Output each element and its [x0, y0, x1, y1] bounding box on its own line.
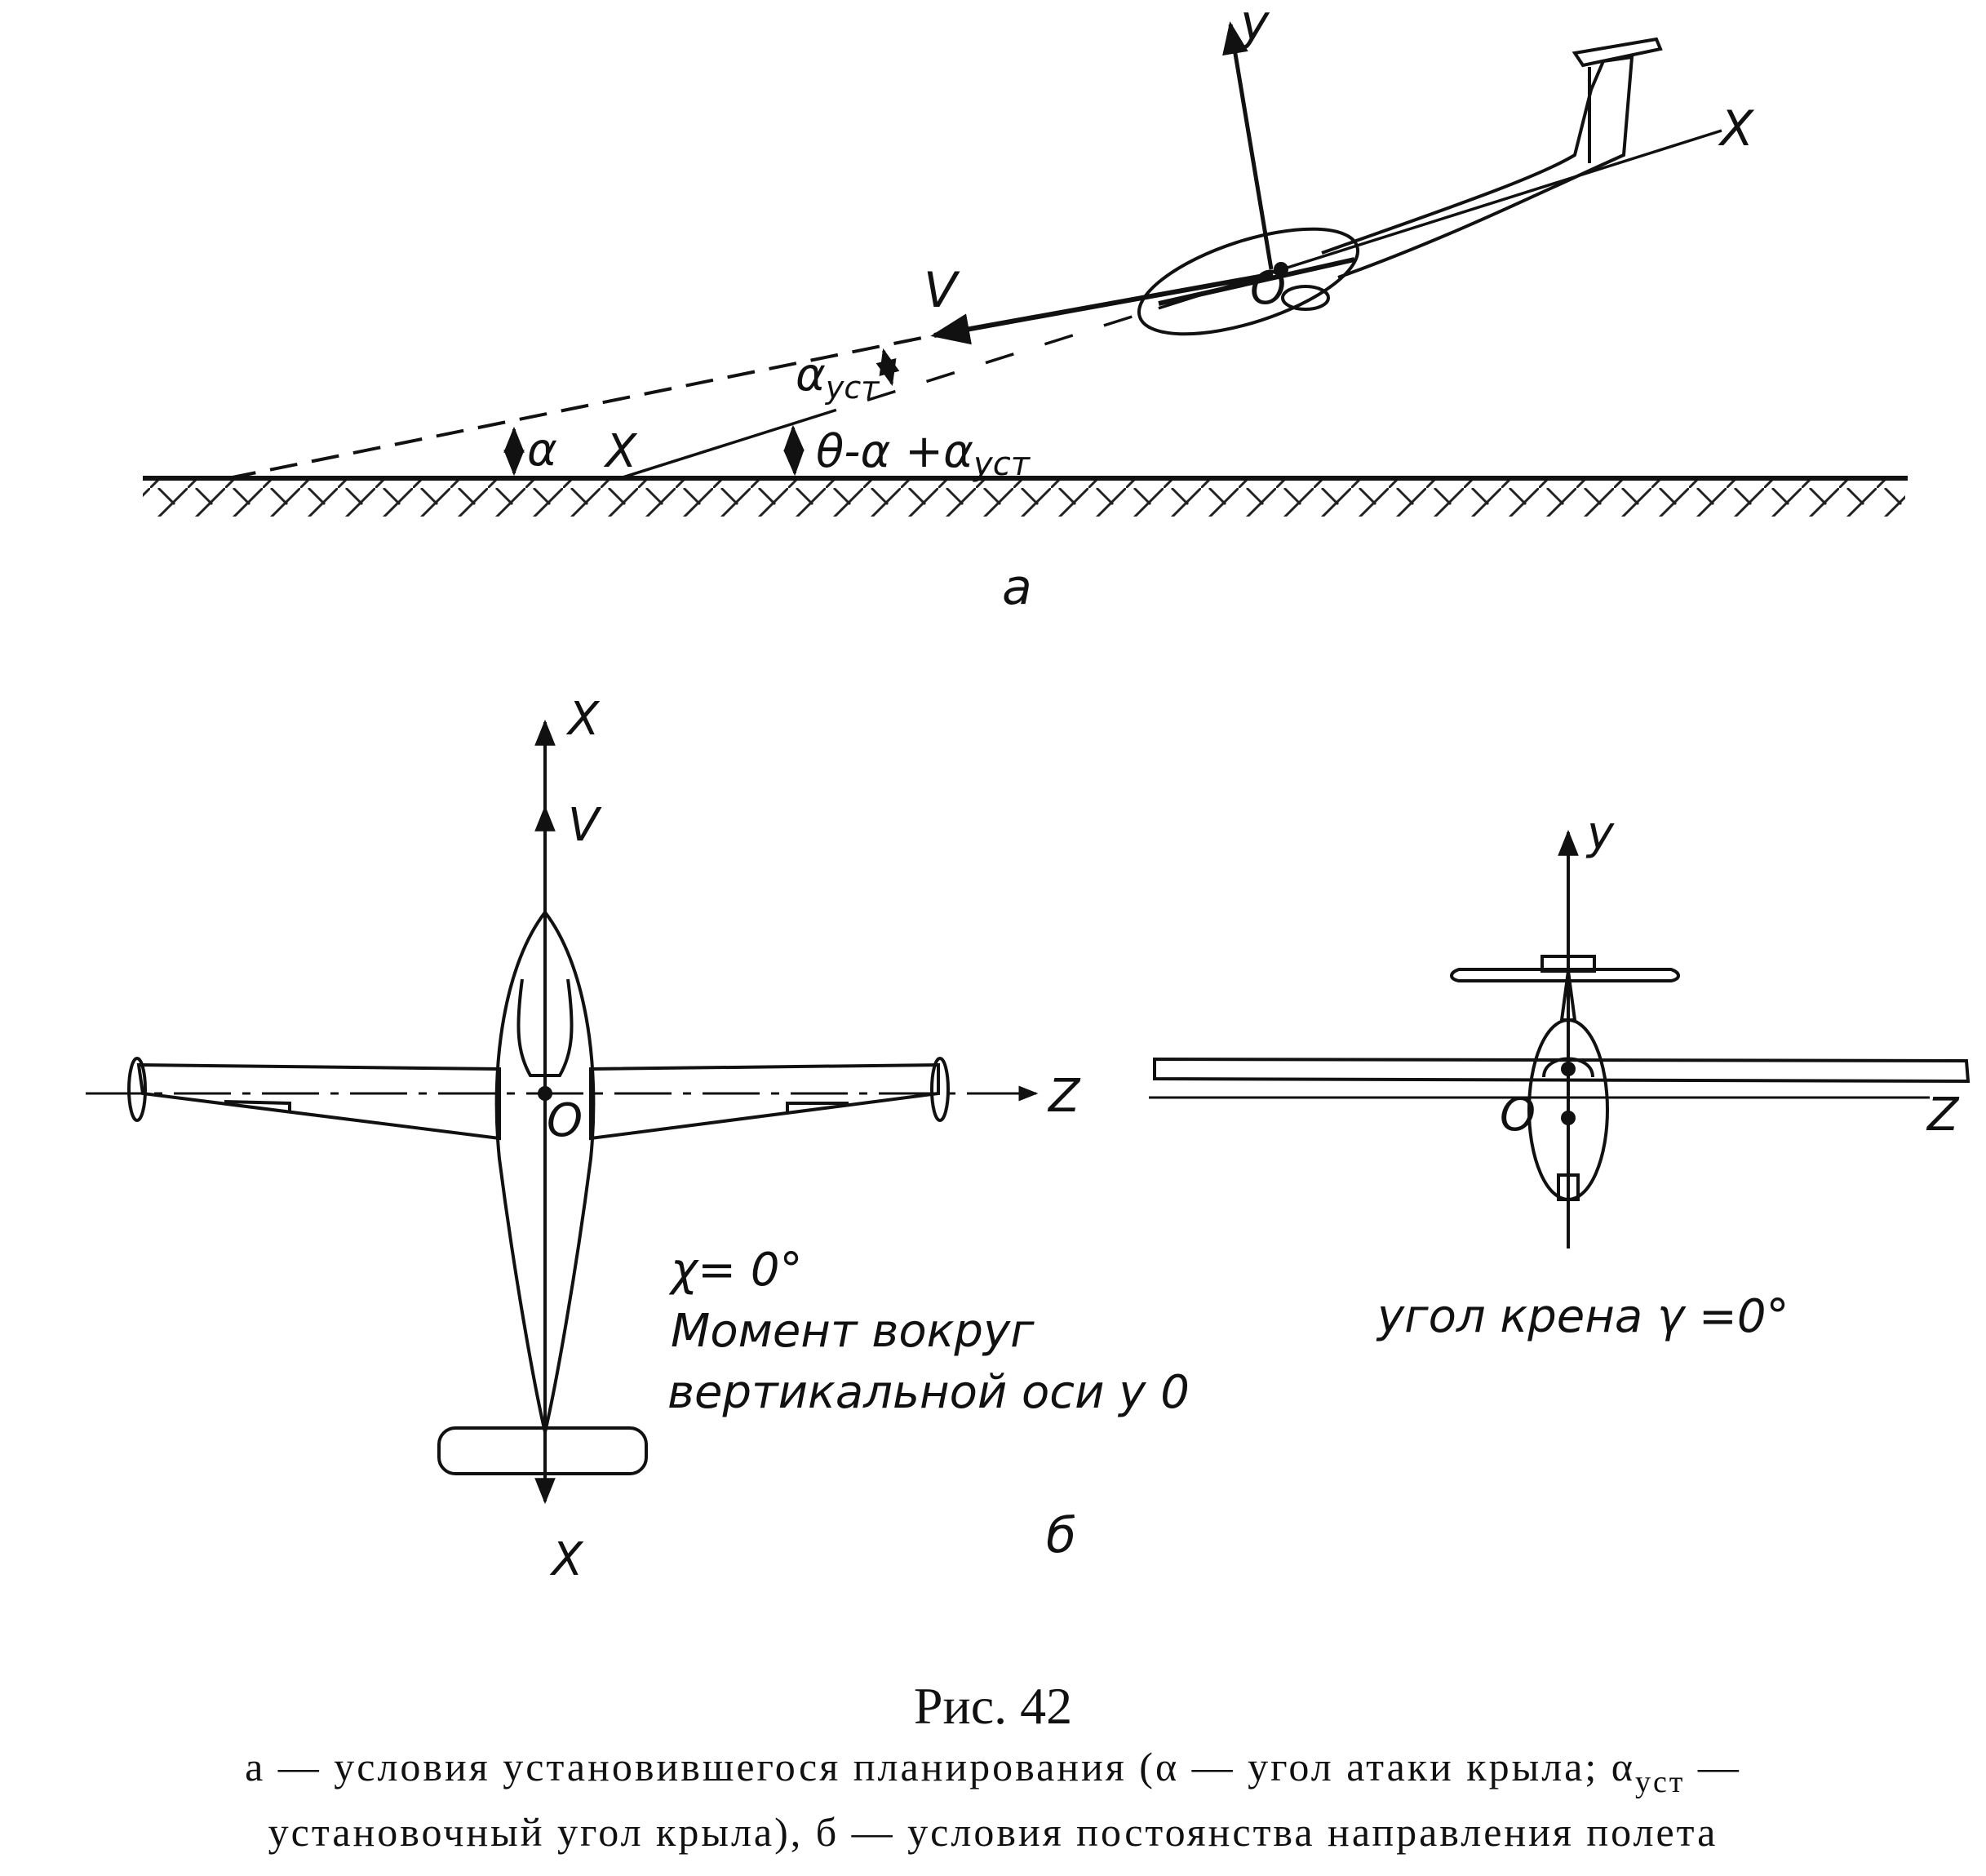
label-y-axis-a: y — [1239, 0, 1270, 51]
label-y-front: y — [1585, 807, 1615, 860]
note-yaw-line1: χ= 0° — [668, 1244, 803, 1297]
panel-b-label: б — [1046, 1507, 1076, 1564]
label-z-front: Z — [1926, 1089, 1960, 1142]
note-yaw-line3: вертикальной оси у 0 — [667, 1366, 1190, 1419]
panel-b-front-view: y O Z угол крена γ =0° — [1149, 807, 1970, 1343]
label-alpha: α — [527, 424, 557, 477]
panel-a-label: а — [1002, 559, 1032, 616]
panel-b-top-view: X V Z O X χ= 0° Момент вокруг вертикальн… — [86, 693, 1190, 1586]
label-x-axis-a: X — [1718, 100, 1755, 157]
origin-point-top — [538, 1086, 552, 1101]
body-x-axis-line — [619, 129, 1722, 480]
figure-caption: Рис. 42 а — условия установившегося план… — [245, 1677, 1741, 1855]
fuselage-center-front — [1561, 1111, 1576, 1125]
label-x-ground: X — [603, 425, 638, 478]
flight-path-dashed-line — [228, 335, 931, 480]
note-yaw-line2: Момент вокруг — [671, 1305, 1035, 1358]
label-theta-expression: θ-α +αуст — [816, 425, 1031, 483]
label-velocity-a: V — [924, 262, 960, 319]
alpha-set-angle-marker — [876, 348, 900, 387]
origin-point-a — [1274, 262, 1288, 277]
y-axis-vector — [1222, 21, 1274, 270]
origin-point-front — [1561, 1062, 1576, 1076]
x-axis-dashed-segment — [815, 306, 1159, 419]
caption-line-1: а — условия установившегося планирования… — [245, 1744, 1741, 1799]
label-alpha-set: αуст — [796, 348, 880, 406]
label-x-backward: X — [549, 1533, 584, 1586]
panel-a-side-view: y X O V α X αуст θ-α +αуст а — [143, 0, 1908, 616]
glider-top-silhouette — [127, 909, 950, 1475]
label-origin-front: O — [1500, 1089, 1536, 1142]
label-velocity-top: V — [568, 799, 602, 852]
label-origin-a: O — [1250, 262, 1286, 315]
label-origin-top: O — [547, 1094, 583, 1147]
theta-angle-marker — [783, 424, 805, 477]
note-bank-angle: угол крена γ =0° — [1376, 1290, 1789, 1343]
caption-line-2: установочный угол крыла), б — условия по… — [268, 1809, 1718, 1855]
label-z-top: Z — [1047, 1070, 1081, 1123]
ground-hatching — [143, 481, 1905, 517]
glider-side-silhouette — [1137, 37, 1663, 336]
glider-front-silhouette — [1153, 955, 1970, 1201]
velocity-vector — [930, 272, 1274, 345]
caption-title: Рис. 42 — [914, 1677, 1072, 1735]
label-x-forward: X — [565, 693, 601, 746]
